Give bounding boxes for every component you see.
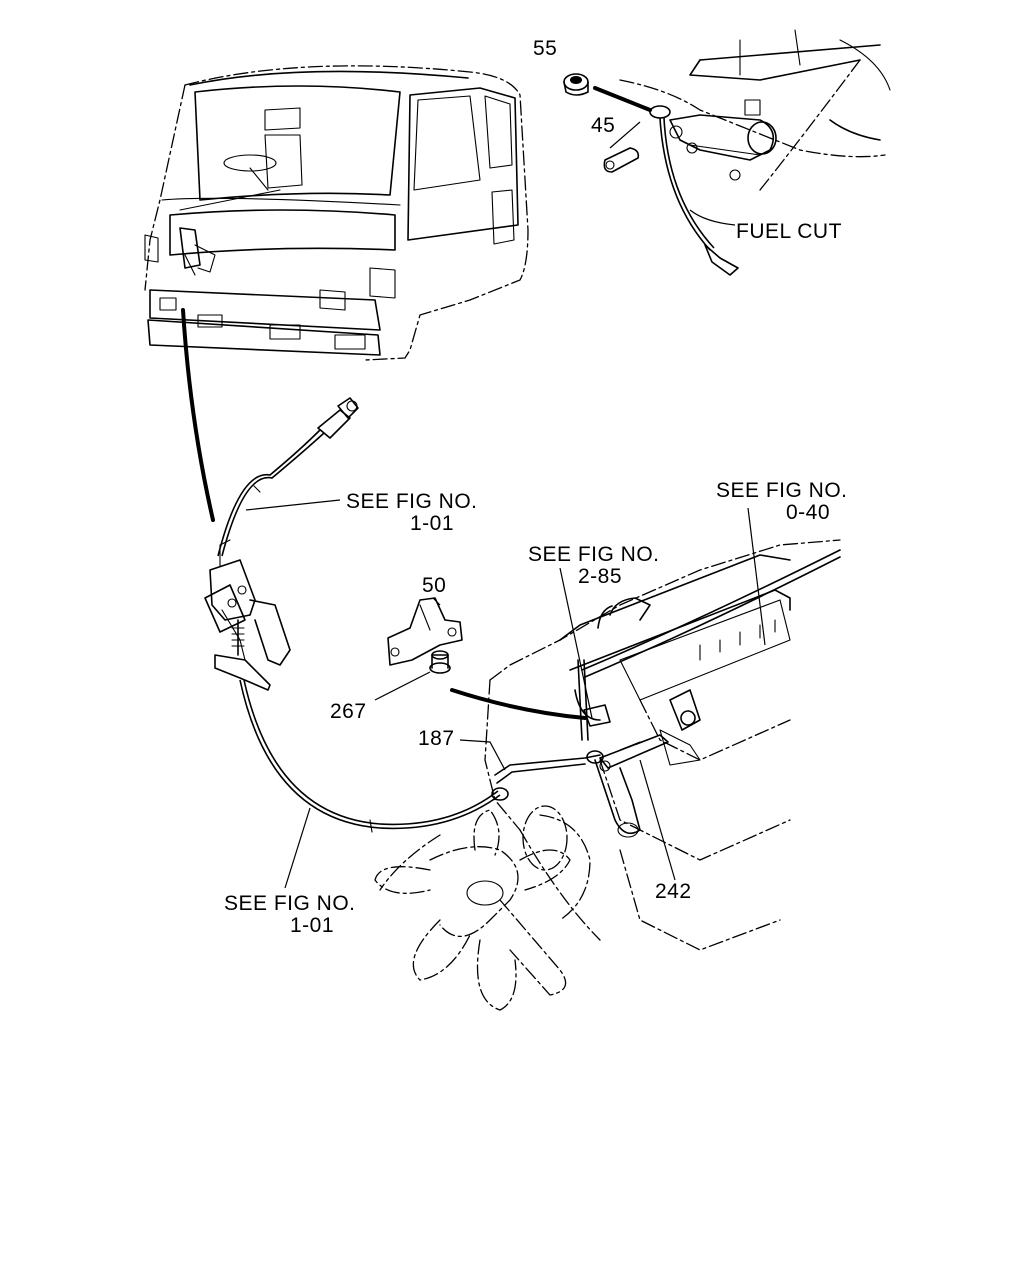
callout-45: 45 — [591, 114, 615, 137]
ref-1-01-top-line1: SEE FIG NO. — [346, 490, 478, 513]
lower-cable — [239, 679, 509, 833]
pedal-assembly — [204, 539, 291, 691]
ref-1-01-bottom-line2: 1-01 — [290, 914, 334, 937]
ref-1-01-bottom-line1: SEE FIG NO. — [224, 892, 356, 915]
callout-labels: 55 45 50 267 187 242 — [330, 37, 692, 903]
engine-wire — [450, 688, 587, 720]
ref-2-85-line2: 2-85 — [578, 565, 622, 588]
reference-labels: FUEL CUT SEE FIG NO. 1-01 SEE FIG NO. 0-… — [224, 220, 848, 937]
callout-55: 55 — [533, 37, 557, 60]
bracket-50 — [387, 597, 463, 666]
ref-0-40-line2: 0-40 — [786, 501, 830, 524]
engine-block — [484, 539, 841, 951]
ref-0-40-line1: SEE FIG NO. — [716, 479, 848, 502]
cooling-fan — [374, 805, 591, 1011]
callout-267: 267 — [330, 700, 367, 723]
cab-cable — [181, 308, 215, 522]
bolt-267 — [429, 650, 451, 674]
fuel-cut-inset — [563, 29, 891, 276]
upper-cable — [217, 397, 359, 557]
ref-1-01-top-line2: 1-01 — [410, 512, 454, 535]
callout-187: 187 — [418, 727, 455, 750]
leaders — [245, 121, 766, 889]
truck-cab — [144, 65, 529, 361]
callout-242: 242 — [655, 880, 692, 903]
fuel-cut-label: FUEL CUT — [736, 220, 842, 243]
ref-2-85-line1: SEE FIG NO. — [528, 543, 660, 566]
callout-50: 50 — [422, 574, 446, 597]
